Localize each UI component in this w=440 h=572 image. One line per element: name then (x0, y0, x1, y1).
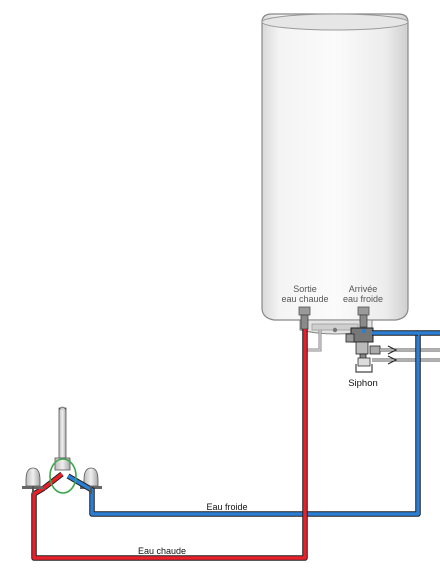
cold-inlet-label-line1: Arrivée (349, 284, 378, 294)
siphon-label: Siphon (348, 378, 378, 389)
hot-outlet-label-line2: eau chaude (281, 294, 328, 304)
siphon-icon (355, 357, 373, 373)
water-heater-icon (261, 13, 409, 335)
hot-outlet-label-line1: Sortie (293, 284, 317, 294)
cold-inlet-label-line2: eau froide (343, 294, 383, 304)
hot-water-pipe (31, 329, 308, 561)
hot-outlet-fitting (298, 306, 311, 330)
mixer-tap-icon (22, 406, 102, 497)
mixer-highlight-ring (49, 458, 77, 494)
cold-water-pipe (89, 329, 440, 517)
cold-water-label: Eau froide (206, 502, 247, 512)
drain-lines (372, 345, 440, 365)
hot-water-label: Eau chaude (138, 546, 186, 556)
cold-inlet-fitting (357, 306, 370, 328)
